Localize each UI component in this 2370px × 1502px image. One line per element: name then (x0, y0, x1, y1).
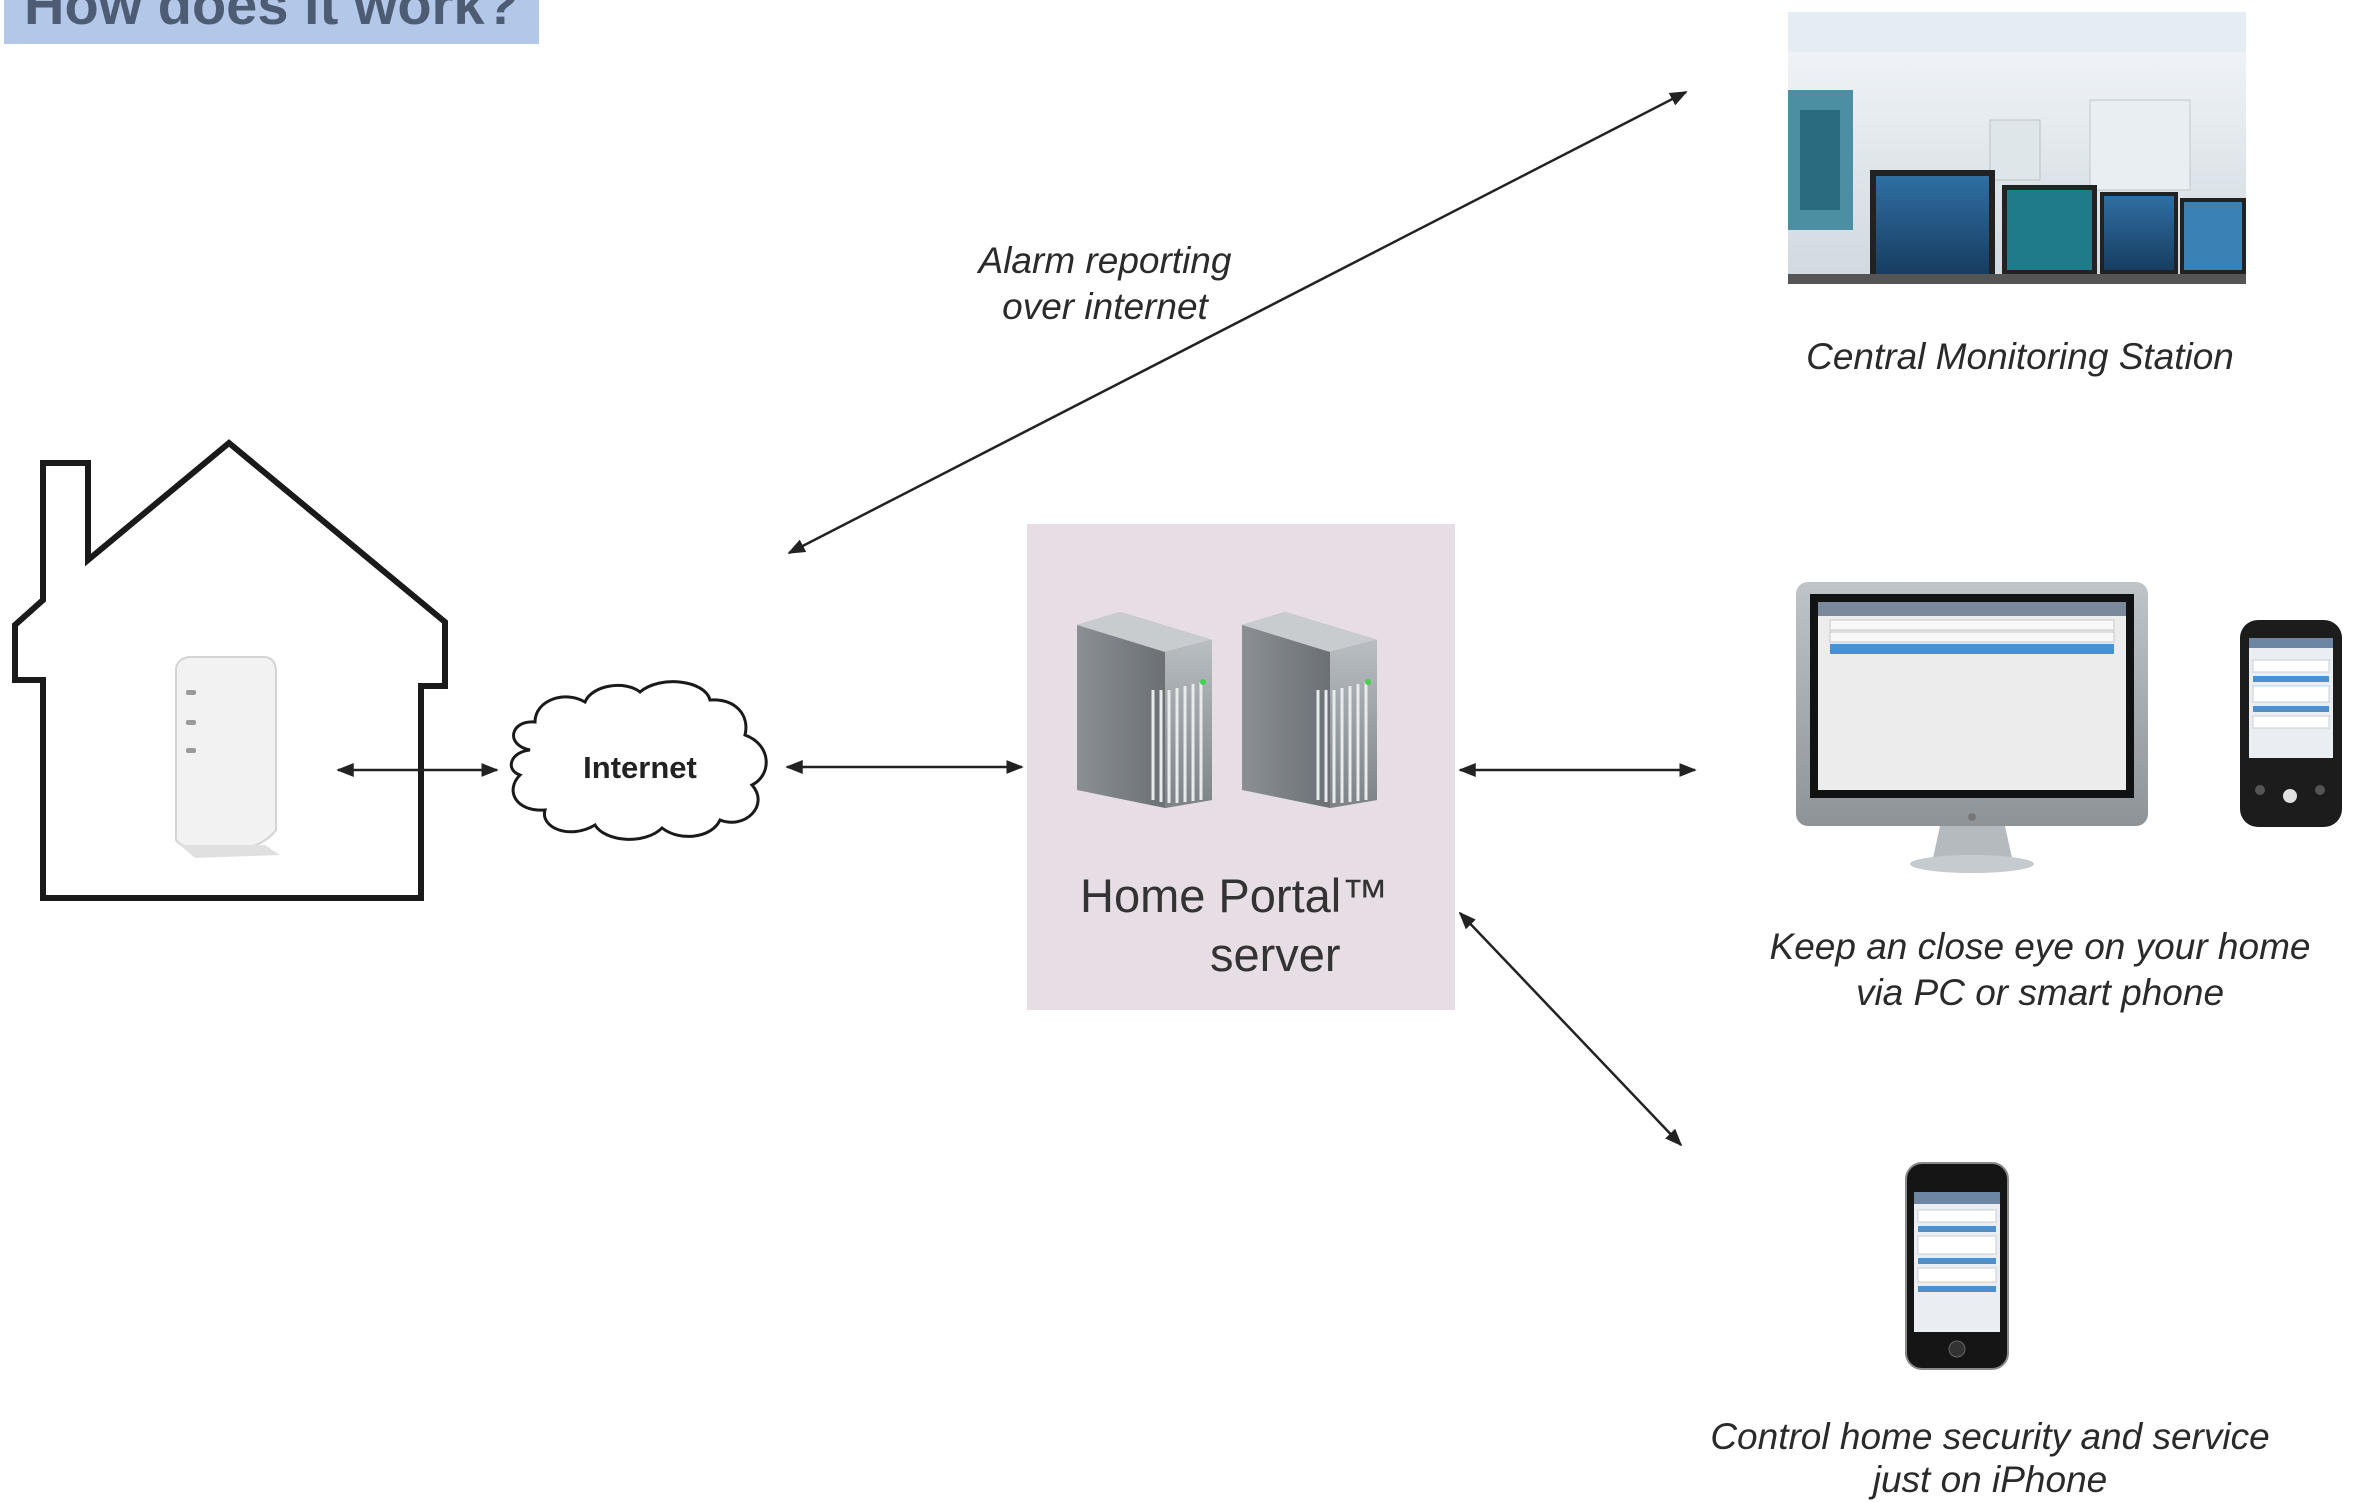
home-gateway-device-icon (175, 656, 280, 858)
smart-phone-icon (2240, 620, 2342, 827)
internet-cloud-icon: Internet (509, 680, 768, 841)
server-tower-icon (1242, 612, 1377, 808)
alarm-reporting-label-line1: Alarm reporting (978, 240, 1232, 281)
server-iphone-arrow (1458, 911, 1683, 1147)
alarm-reporting-label-line2: over internet (1002, 286, 1208, 327)
internet-label: Internet (583, 750, 697, 785)
page-title: How does it work? (24, 0, 519, 36)
pc-phone-label-line2: via PC or smart phone (1855, 972, 2225, 1013)
server-label-line2: server (1210, 928, 1341, 981)
iphone-label-line2: just on iPhone (1872, 1459, 2108, 1500)
house-icon (12, 439, 448, 901)
central-station-label: Central Monitoring Station (1806, 336, 2234, 377)
server-tower-icon (1077, 612, 1212, 808)
desktop-monitor-icon (1796, 582, 2148, 873)
monitoring-station-photo (1788, 12, 2246, 284)
pc-phone-label-line1: Keep an close eye on your home (1769, 926, 2311, 967)
server-label-line1: Home Portal™ (1080, 869, 1389, 922)
title-banner: How does it work? (4, 0, 539, 44)
alarm-reporting-arrow (787, 90, 1688, 555)
iphone-icon (1905, 1162, 2009, 1370)
iphone-label-line1: Control home security and service (1710, 1416, 2270, 1457)
